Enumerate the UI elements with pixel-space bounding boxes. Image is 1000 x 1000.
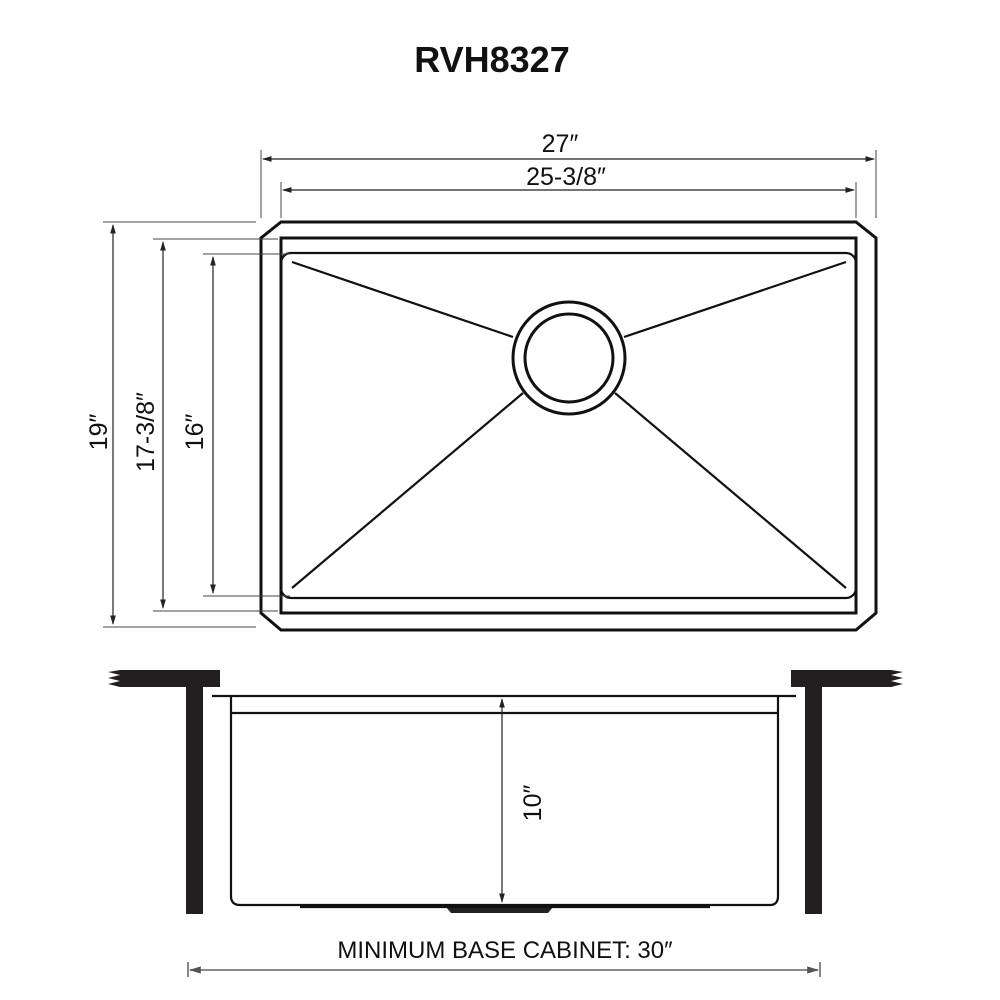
sink-bowl [279,251,858,600]
sink-bowl-side [229,696,780,907]
top-view: 27″ 25-3/8″ 19″ 17-3/8″ 16″ [85,130,878,632]
slope-line-top-right [623,260,847,339]
bowl-height-label: 10″ [519,785,547,822]
inner-depth-label: 17-3/8″ [132,392,160,472]
countertop-left-break [108,670,120,687]
countertop-right-break [891,670,903,687]
inner-width-label: 25-3/8″ [526,163,606,191]
bowl-depth-label: 16″ [181,414,209,451]
side-view: 10″ MINIMUM BASE CABINET: 30″ [108,670,903,977]
sink-inner-rim [279,236,858,615]
countertop-right [791,670,891,687]
slope-line-bottom-right [614,392,847,589]
slope-line-top-left [291,260,514,339]
drain-inner-ring [523,312,615,404]
sink-outer-flange [259,220,878,632]
slope-line-bottom-left [291,392,524,589]
drain-bottom [446,907,553,913]
overall-depth-label: 19″ [85,414,113,451]
minimum-cabinet-label: MINIMUM BASE CABINET: 30″ [337,937,673,964]
overall-width-label: 27″ [542,130,579,158]
countertop-left [120,670,220,687]
cabinet-wall-left [186,687,203,914]
cabinet-wall-right [805,687,822,914]
model-title: RVH8327 [414,39,569,80]
drain-outer-ring [511,300,627,416]
